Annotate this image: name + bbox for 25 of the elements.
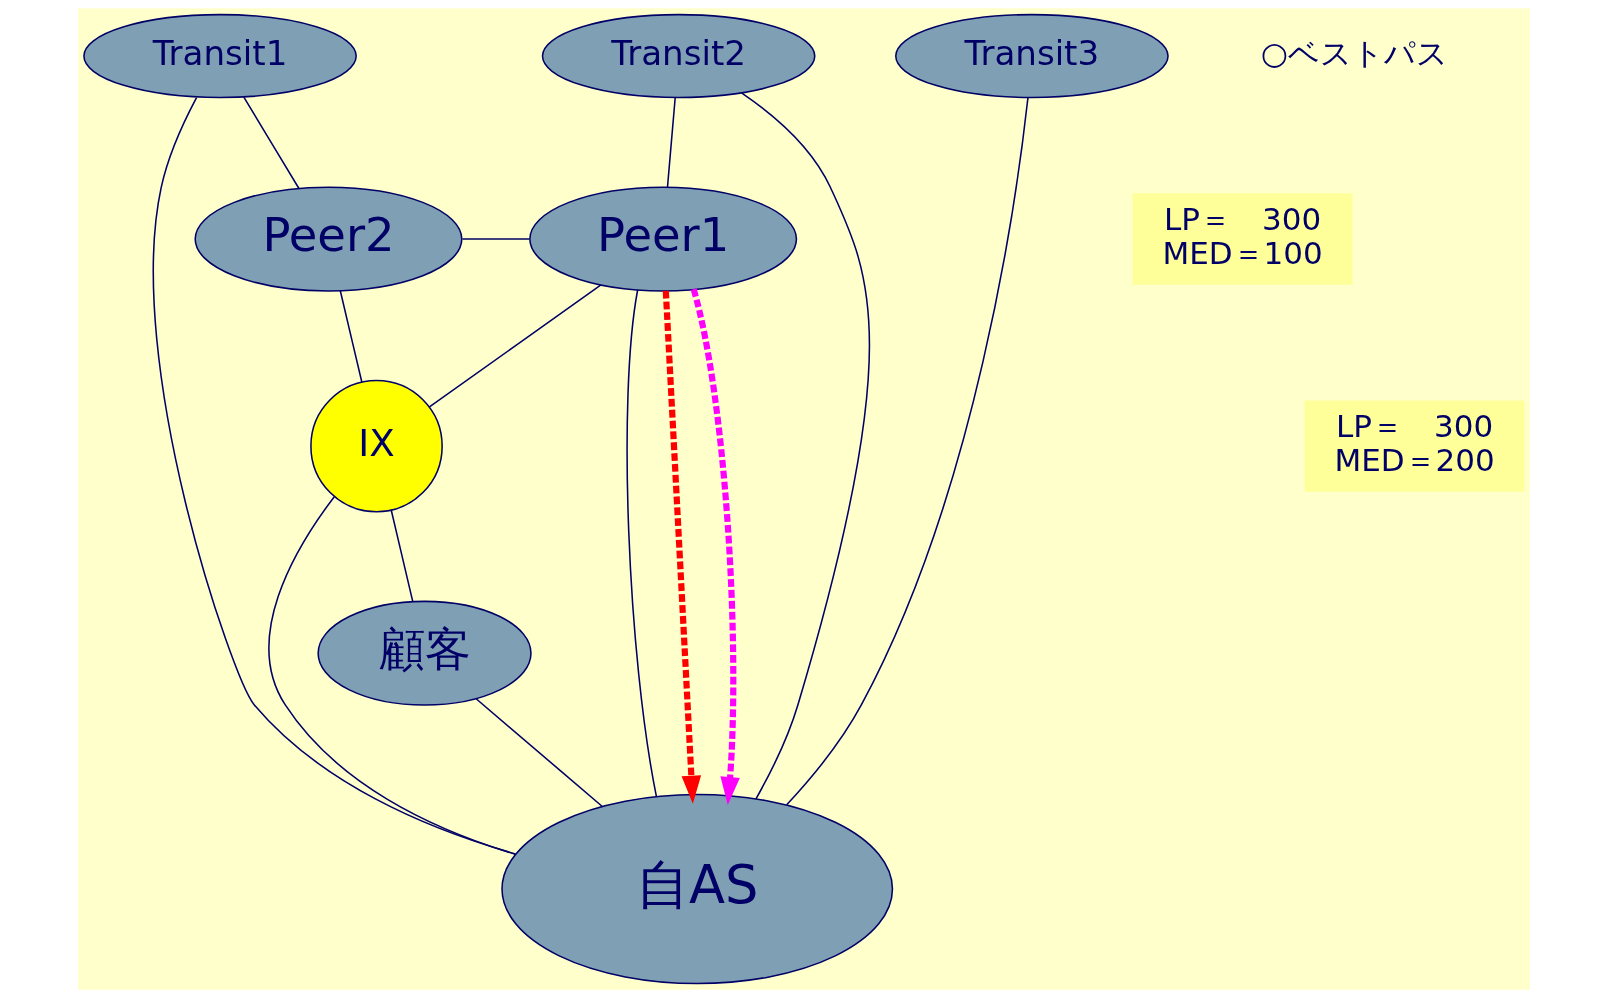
connector (339, 289, 363, 383)
node-ellipse: Transit1 (83, 13, 357, 99)
node-box: LP＝ 300 MED＝100 (1132, 193, 1353, 285)
node-ellipse: 自AS (501, 793, 894, 985)
connector (152, 96, 517, 855)
connector (475, 697, 603, 807)
arrow (690, 288, 740, 805)
node-circle: IX (310, 379, 443, 513)
label: ○ベストパス (1260, 34, 1448, 71)
node-ellipse: Peer2 (194, 186, 463, 292)
connector (741, 92, 871, 800)
connector (626, 288, 658, 798)
node-ellipse: Transit2 (541, 13, 816, 99)
connector (243, 96, 300, 190)
connector (785, 97, 1029, 806)
connector (268, 495, 516, 855)
node-box: LP＝ 300 MED＝200 (1304, 400, 1525, 492)
connector (461, 238, 530, 240)
connector (390, 509, 414, 603)
connector (666, 97, 676, 188)
connector (428, 284, 602, 408)
node-ellipse: Transit3 (895, 13, 1169, 99)
node-ellipse: Peer1 (529, 186, 798, 292)
arrow (662, 290, 702, 804)
node-ellipse: 顧客 (317, 600, 532, 706)
